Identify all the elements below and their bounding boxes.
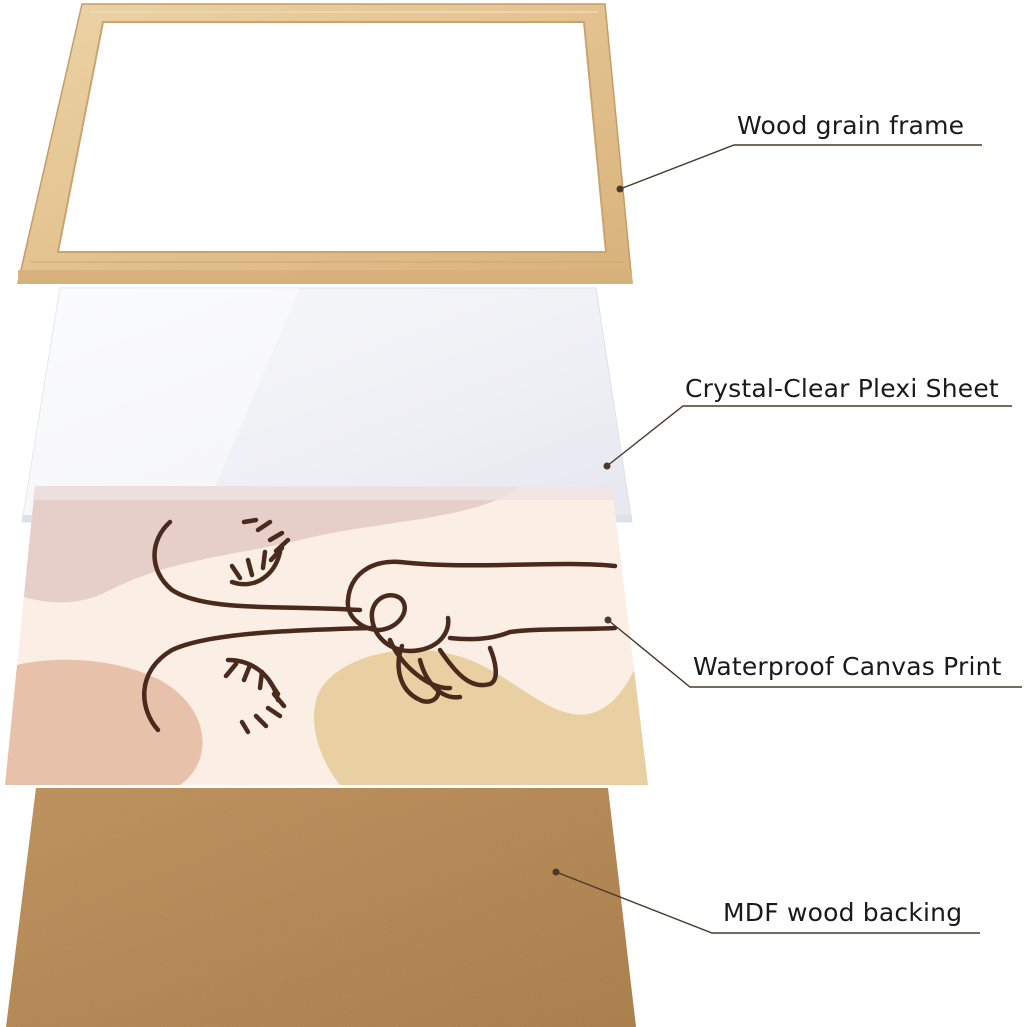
wood-frame bbox=[17, 3, 633, 284]
label-wood-grain-frame: Wood grain frame bbox=[737, 111, 965, 140]
label-plexi-sheet: Crystal-Clear Plexi Sheet bbox=[685, 374, 999, 403]
leader-lines bbox=[552, 144, 1022, 934]
label-canvas-print: Waterproof Canvas Print bbox=[693, 652, 1002, 681]
frame-opening bbox=[56, 21, 608, 253]
leader-plexi bbox=[603, 405, 1012, 470]
upper-eye bbox=[229, 549, 283, 587]
blob-mauve bbox=[5, 486, 520, 603]
leader-backing bbox=[552, 868, 980, 934]
hand bbox=[345, 559, 618, 700]
canvas-print bbox=[5, 486, 648, 785]
blob-peach bbox=[5, 659, 203, 785]
label-mdf-backing: MDF wood backing bbox=[723, 898, 963, 927]
upper-face-line bbox=[152, 519, 363, 613]
leader-frame bbox=[616, 144, 982, 193]
leader-canvas bbox=[604, 616, 1022, 688]
line-art-illustration bbox=[141, 517, 618, 735]
mdf-backing bbox=[6, 788, 636, 1027]
frame-bottom-edge bbox=[18, 270, 632, 283]
lower-face-line bbox=[141, 625, 375, 733]
